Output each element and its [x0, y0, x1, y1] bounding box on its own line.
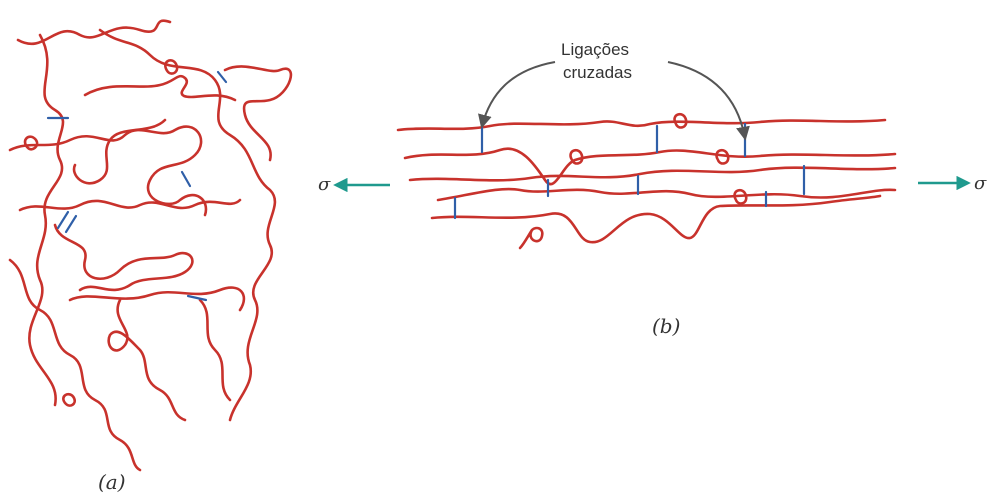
panel-b-network	[398, 114, 895, 248]
crosslink	[66, 216, 76, 232]
panel-a-network	[10, 21, 291, 470]
crosslink	[182, 172, 190, 186]
polymer-chain-loop	[520, 228, 542, 248]
polymer-chain	[18, 21, 170, 44]
crosslink	[188, 296, 206, 300]
stress-symbol-right: σ	[974, 173, 987, 194]
polymer-chain	[55, 225, 192, 290]
polymer-chain	[74, 120, 165, 183]
polymer-chain	[432, 196, 880, 242]
polymer-chain	[10, 260, 140, 470]
callout-label-line1: Ligações	[561, 40, 629, 59]
polymer-chain-loop	[25, 137, 37, 150]
polymer-chain	[438, 189, 895, 200]
polymer-chain	[398, 120, 885, 130]
polymer-chain	[410, 168, 895, 181]
polymer-chain	[85, 76, 235, 100]
polymer-chain	[200, 300, 230, 400]
polymer-chain	[100, 30, 275, 420]
stress-symbol-left: σ	[318, 174, 331, 195]
panel-a-label: (a)	[98, 470, 126, 494]
polymer-chain	[109, 300, 185, 420]
polymer-chain	[70, 288, 244, 310]
callout-label-line2: cruzadas	[563, 63, 632, 82]
crosslink	[218, 72, 226, 82]
crosslink	[58, 212, 68, 228]
polymer-chain	[225, 66, 291, 160]
polymer-chain-loop	[571, 150, 583, 163]
polymer-chain	[29, 35, 63, 405]
callout-arrow-left	[482, 62, 555, 126]
polymer-chain-loop	[63, 394, 74, 405]
panel-b-label: (b)	[652, 314, 680, 338]
